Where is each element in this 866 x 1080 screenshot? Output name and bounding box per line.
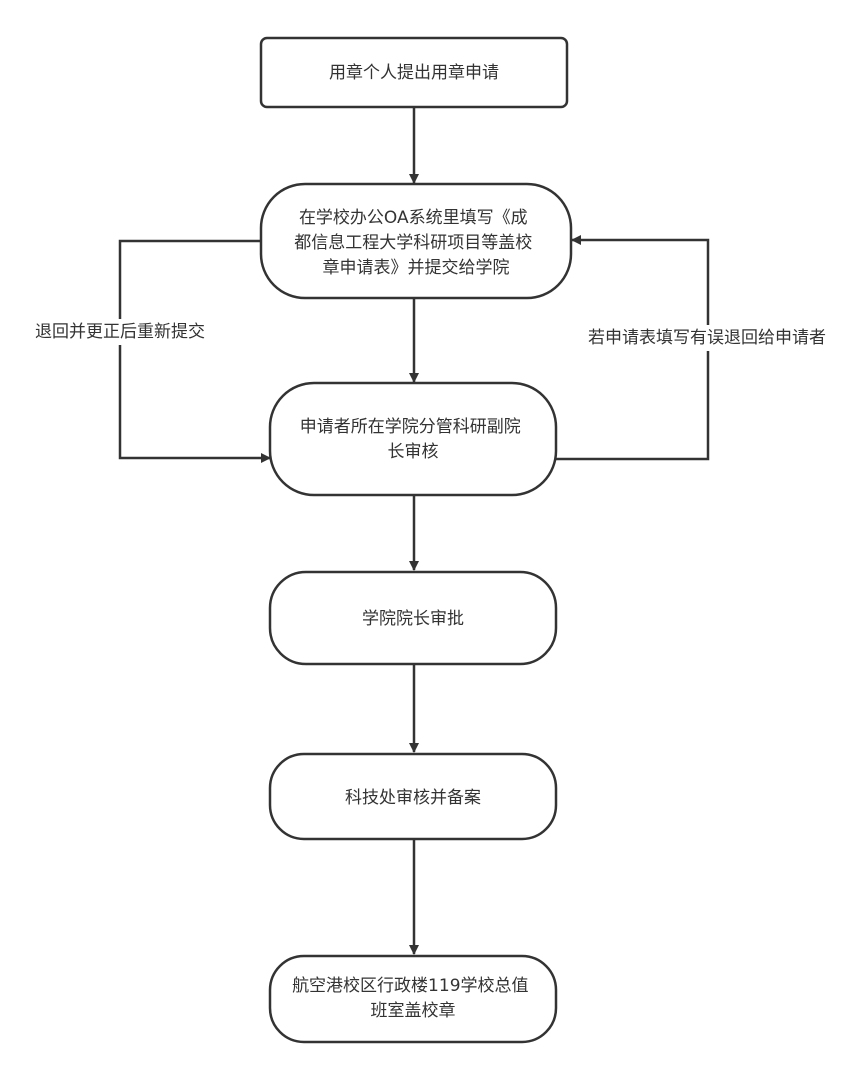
node-fill-oa-form-line-2: 都信息工程大学科研项目等盖校 [294, 233, 532, 253]
node-dean-approval-text: 学院院长审批 [362, 609, 464, 629]
node-affix-seal-text: 航空港校区行政楼119学校总值 班室盖校章 [292, 976, 534, 1021]
node-submit-request [259, 36, 569, 109]
node-submit-request-text: 用章个人提出用章申请 [329, 63, 499, 83]
node-dean-approval-line-1: 学院院长审批 [362, 609, 464, 629]
node-affix-seal [268, 954, 558, 1044]
node-vice-dean-review-line-1: 申请者所在学院分管科研副院 [300, 417, 521, 437]
node-vice-dean-review-text: 申请者所在学院分管科研副院 长审核 [300, 417, 526, 462]
node-research-office-review-line-1: 科技处审核并备案 [345, 788, 481, 808]
loop-left-connector [118, 239, 271, 463]
node-affix-seal-line-1: 航空港校区行政楼119学校总值 [292, 976, 528, 996]
node-submit-request-line-1: 用章个人提出用章申请 [329, 63, 499, 83]
node-research-office-review [268, 752, 558, 841]
node-fill-oa-form [259, 182, 573, 300]
node-research-office-review-text: 科技处审核并备案 [345, 788, 481, 808]
node-fill-oa-form-line-3: 章申请表》并提交给学院 [323, 258, 510, 278]
node-fill-oa-form-text: 在学校办公OA系统里填写《成 都信息工程大学科研项目等盖校 章申请表》并提交给学… [294, 208, 537, 278]
node-dean-approval [268, 570, 558, 666]
right-loop-label: 若申请表填写有误退回给申请者 [588, 328, 826, 348]
left-label-mask [20, 319, 220, 345]
node-vice-dean-review [268, 381, 558, 497]
right-label-mask [565, 325, 849, 351]
node-vice-dean-review-line-2: 长审核 [388, 442, 439, 462]
node-affix-seal-line-2: 班室盖校章 [371, 1001, 456, 1021]
node-fill-oa-form-line-1: 在学校办公OA系统里填写《成 [299, 208, 528, 228]
left-loop-label: 退回并更正后重新提交 [35, 322, 205, 342]
